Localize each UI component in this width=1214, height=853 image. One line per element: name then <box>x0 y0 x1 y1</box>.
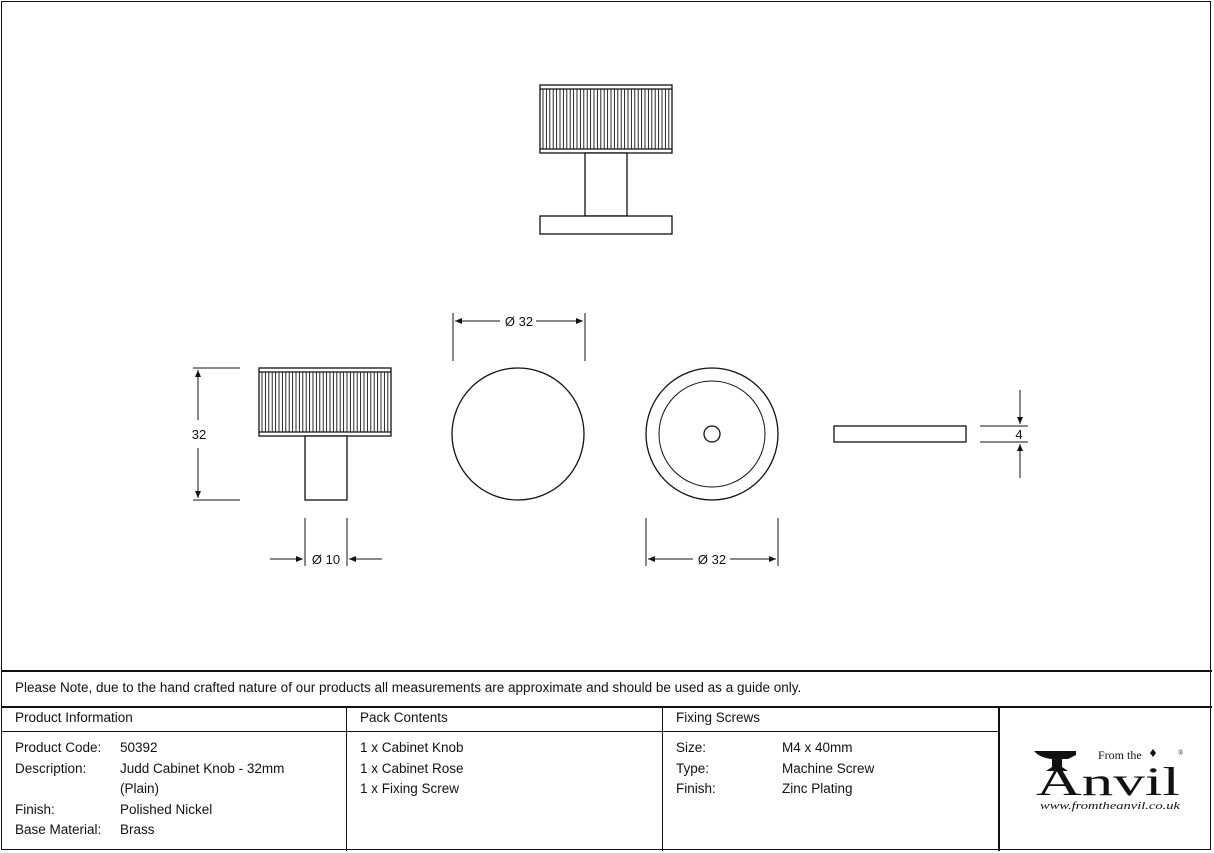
pack-item: 1 x Fixing Screw <box>360 781 460 796</box>
base-material-value: Brass <box>120 822 155 837</box>
table-top-border <box>1 670 1212 672</box>
product-info-values: 50392 Judd Cabinet Knob - 32mm (Plain) P… <box>120 738 284 841</box>
col-divider-3 <box>998 706 1000 851</box>
technical-drawing: 32 Ø 10 Ø 32 Ø 32 4 <box>192 84 1028 567</box>
rose-thickness-label: 4 <box>1015 427 1022 442</box>
description-label: Description: <box>15 760 87 776</box>
rose-side-view <box>833 425 967 443</box>
knob-face-circle <box>451 367 585 501</box>
logo-brand: Anvil <box>1036 759 1180 804</box>
knob-diameter-label: Ø 32 <box>505 314 533 329</box>
col-divider-1 <box>346 706 347 851</box>
knob-side-view <box>258 367 392 501</box>
type-value: Machine Screw <box>782 760 875 776</box>
fixing-labels: Size: Type: Finish: <box>676 738 716 800</box>
base-material-label: Base Material: <box>15 822 102 837</box>
rose-diameter-dimension <box>645 518 779 566</box>
pack-item: 1 x Cabinet Rose <box>360 760 464 776</box>
size-value: M4 x 40mm <box>782 740 853 755</box>
product-info-title: Product Information <box>15 710 133 725</box>
knob-top-elevation <box>539 84 673 235</box>
screw-finish-label: Finish: <box>676 781 716 796</box>
note-divider <box>1 706 1212 708</box>
logo-url: www.fromtheanvil.co.uk <box>1040 801 1181 812</box>
logo-registered: ® <box>1178 749 1184 757</box>
pack-contents-list: 1 x Cabinet Knob 1 x Cabinet Rose 1 x Fi… <box>360 738 464 800</box>
pack-item: 1 x Cabinet Knob <box>360 740 464 755</box>
product-code-value: 50392 <box>120 740 158 755</box>
col-divider-2 <box>662 706 663 851</box>
measurement-note: Please Note, due to the hand crafted nat… <box>15 680 802 695</box>
fixing-values: M4 x 40mm Machine Screw Zinc Plating <box>782 738 874 800</box>
rose-thickness-dimension <box>980 390 1028 478</box>
height-dimension <box>193 367 240 501</box>
description-label-cont <box>15 779 101 800</box>
rose-back-view <box>645 367 779 501</box>
product-info-labels: Product Code: Description: Finish: Base … <box>15 738 101 841</box>
description-value-cont: (Plain) <box>120 781 160 796</box>
product-code-label: Product Code: <box>15 740 102 755</box>
screw-finish-value: Zinc Plating <box>782 781 853 796</box>
header-divider <box>1 731 999 732</box>
anvil-icon <box>1034 751 1076 771</box>
rose-diameter-label: Ø 32 <box>698 552 726 567</box>
fixing-screws-title: Fixing Screws <box>676 710 761 725</box>
spindle-dimension-label: Ø 10 <box>312 552 340 567</box>
from-the-anvil-logo: From the ® Anvil www.fromtheanvil.co.uk <box>1034 748 1184 812</box>
description-value: Judd Cabinet Knob - 32mm <box>120 760 285 776</box>
knob-diameter-dimension <box>452 313 586 361</box>
finish-label: Finish: <box>15 801 55 817</box>
logo-top-text: From the <box>1098 748 1142 762</box>
spindle-dimension <box>270 518 382 566</box>
size-label: Size: <box>676 740 707 755</box>
finish-value: Polished Nickel <box>120 801 213 817</box>
type-label: Type: <box>676 760 710 776</box>
height-dimension-label: 32 <box>192 427 206 442</box>
diamond-icon <box>1150 749 1156 757</box>
pack-contents-title: Pack Contents <box>360 710 448 725</box>
